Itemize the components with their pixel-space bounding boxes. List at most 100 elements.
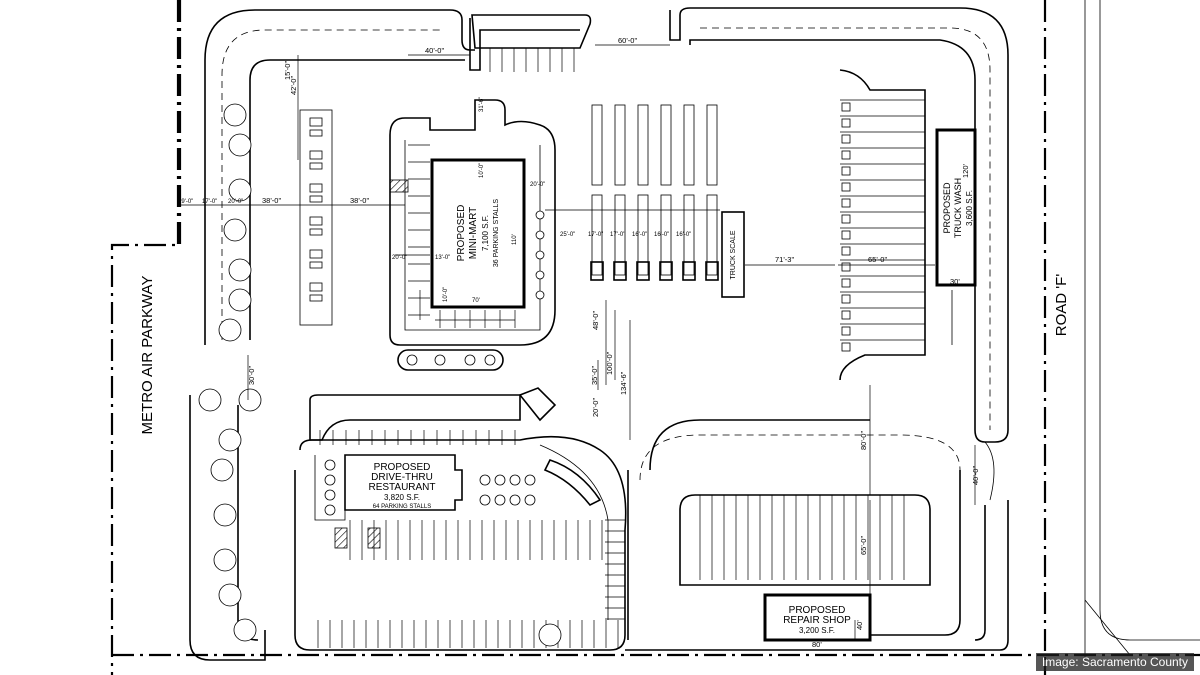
landscape-trees (198, 103, 562, 647)
fuel-lane (706, 104, 718, 186)
planter (494, 494, 506, 506)
fuel-pump (682, 261, 696, 281)
dim-70: 70' (472, 298, 480, 304)
fuel-lane (591, 104, 603, 186)
truckwash-label: PROPOSED TRUCK WASH 3,600 S.F. (942, 178, 974, 238)
restaurant-line-3: RESTAURANT (368, 482, 435, 493)
landscape-tree (223, 103, 247, 127)
stall-marker (841, 294, 851, 304)
fuel-lane (660, 194, 672, 276)
dim-65a: 65'-0" (868, 255, 887, 264)
restaurant-line-4: 3,820 S.F. (384, 493, 420, 502)
stall-marker (841, 166, 851, 176)
dim-110: 110' (512, 234, 518, 245)
landscape-tree (210, 458, 234, 482)
stall-marker (841, 230, 851, 240)
restaurant-label: PROPOSED DRIVE-THRU RESTAURANT 3,820 S.F… (368, 462, 435, 510)
stall-marker (841, 134, 851, 144)
image-credit: Image: Sacramento County (1035, 653, 1194, 671)
repair-line-2: REPAIR SHOP (783, 615, 851, 626)
minimart-line-2: MINI-MART (468, 207, 479, 260)
road-labels: METRO AIR PARKWAY ROAD 'F' (139, 274, 1070, 435)
dim-71: 71'-3" (775, 255, 794, 264)
dim-31: 31'-6" (479, 97, 485, 112)
dim-20c: 20'-0" (530, 182, 545, 188)
fuel-lane (660, 104, 672, 186)
planter (324, 504, 336, 516)
fuel-pump (309, 183, 323, 193)
fuel-pump (659, 261, 673, 281)
dim-30a: 30' (950, 277, 960, 286)
entry-island (469, 14, 592, 72)
stall-marker (841, 150, 851, 160)
dim-60-top: 60'-0" (618, 36, 637, 45)
landscape-tree (218, 318, 242, 342)
fuel-lane (637, 194, 649, 276)
restaurant-line-1: PROPOSED (374, 462, 431, 473)
dim-134: 134'-6" (619, 371, 628, 395)
truck-parking (839, 69, 977, 381)
landscape-tree (213, 503, 237, 527)
dim-25: 25'-0" (560, 232, 575, 238)
dim-48: 48'-0" (591, 311, 600, 330)
fuel-pump (590, 261, 604, 281)
stall-marker (841, 342, 851, 352)
landscape-tree (218, 428, 242, 452)
fuel-pump (309, 216, 323, 226)
restaurant-line-5: 64 PARKING STALLS (373, 504, 431, 510)
fuel-lane (614, 194, 626, 276)
fuel-pump (309, 150, 323, 160)
truckwash-line-2: TRUCK WASH (953, 178, 963, 238)
planter (324, 459, 336, 471)
landscape-tree (218, 583, 242, 607)
dim-13: 13'-0" (435, 255, 450, 261)
dim-120: 120' (961, 163, 970, 178)
fuel-pump (309, 249, 323, 259)
truck-fuel-lanes (590, 104, 745, 298)
dim-10b: 10'-0" (479, 163, 485, 178)
minimart-pad (389, 99, 556, 371)
landscape-tree (233, 618, 257, 642)
fuel-pump (309, 261, 323, 269)
restaurant-pad (294, 387, 627, 651)
landscape-tree (228, 178, 252, 202)
planter (324, 474, 336, 486)
dim-80a: 80'-0" (859, 431, 868, 450)
bollard (535, 270, 545, 280)
landscape-tree (228, 133, 252, 157)
landscape-tree (228, 258, 252, 282)
truck-scale-label: TRUCK SCALE (730, 230, 737, 279)
dim-40b: 40'-0" (971, 466, 980, 485)
dim-30b: 30'-0" (247, 366, 256, 385)
dim-19: 19'-0" (178, 199, 193, 205)
dim-38b: 38'-0" (350, 196, 369, 205)
stall-marker (841, 118, 851, 128)
dim-42: 42'-0" (289, 76, 298, 95)
landscape-tree (213, 548, 237, 572)
planter (479, 474, 491, 486)
repair-line-3: 3,200 S.F. (799, 626, 835, 635)
stall-marker (841, 278, 851, 288)
planter (494, 474, 506, 486)
restaurant-line-2: DRIVE-THRU (371, 472, 433, 483)
bollard (535, 230, 545, 240)
fuel-pump (309, 195, 323, 203)
fuel-lane (706, 194, 718, 276)
dim-40c: 40' (855, 620, 864, 630)
planter (479, 494, 491, 506)
landscape-tree (238, 388, 262, 412)
fuel-lane (683, 194, 695, 276)
stall-marker (841, 262, 851, 272)
dim-16c: 16'-0" (676, 232, 691, 238)
repair-pad (679, 494, 931, 642)
stall-marker (841, 246, 851, 256)
fuel-islands-left (299, 109, 333, 326)
planter (509, 474, 521, 486)
fuel-pump (309, 117, 323, 127)
stall-marker (841, 214, 851, 224)
dim-17: 17'-0" (202, 199, 217, 205)
planter (524, 474, 536, 486)
minimart-line-3: 7,100 S.F. (481, 215, 490, 251)
dim-10: 10'-0" (443, 287, 449, 302)
fuel-pump (309, 162, 323, 170)
